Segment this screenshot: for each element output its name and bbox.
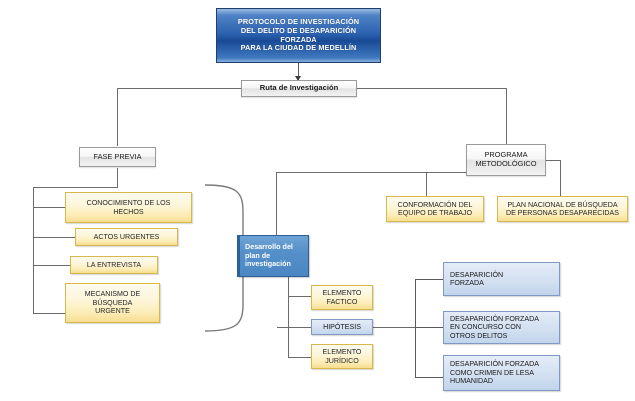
node-hipotesis[interactable]: HIPÓTESIS <box>311 319 373 335</box>
node-desaparicion-forzada-lesa-humanidad-label: DESAPARICIÓN FORZADA COMO CRIMEN DE LESA… <box>450 360 539 386</box>
node-desaparicion-forzada-concurso[interactable]: DESAPARICIÓN FORZADA EN CONCURSO CON OTR… <box>443 311 560 344</box>
node-ruta-investigacion-label: Ruta de Investigación <box>259 83 339 93</box>
node-desaparicion-forzada-lesa-humanidad[interactable]: DESAPARICIÓN FORZADA COMO CRIMEN DE LESA… <box>443 355 560 391</box>
node-mecanismo-busqueda-urgente-label: MECANISMO DE BÚSQUEDA URGENTE <box>84 290 141 316</box>
node-desarrollo-plan[interactable]: Desarrollo del plan de investigación <box>237 235 309 277</box>
node-actos-urgentes[interactable]: ACTOS URGENTES <box>75 228 178 246</box>
node-hipotesis-label: HIPÓTESIS <box>323 322 361 331</box>
connector-rail-to-entrevista <box>33 265 70 266</box>
node-la-entrevista-label: LA ENTREVISTA <box>86 260 142 269</box>
connector-rail-to-conocimiento <box>33 207 65 208</box>
connector-bus-to-fase-previa <box>117 88 118 146</box>
arrowhead-ruta <box>295 76 301 81</box>
connector-elements-rail <box>288 291 289 357</box>
node-programa-metodologico[interactable]: PROGRAMA METODOLÓGICO <box>466 144 546 176</box>
node-mecanismo-busqueda-urgente[interactable]: MECANISMO DE BÚSQUEDA URGENTE <box>65 283 160 323</box>
node-elemento-factico[interactable]: ELEMENTO FACTICO <box>311 285 373 310</box>
node-la-entrevista[interactable]: LA ENTREVISTA <box>70 256 158 274</box>
connector-bus-to-conformacion <box>426 172 427 196</box>
node-desaparicion-forzada[interactable]: DESAPARICIÓN FORZADA <box>443 262 560 296</box>
connector-rail-to-elemento-juridico <box>288 357 311 358</box>
connector-bus-to-desarrollo <box>276 172 277 235</box>
connector-programa-bus <box>276 172 466 173</box>
connector-outcomes-rail <box>415 279 416 377</box>
node-protocolo-title-label: PROTOCOLO DE INVESTIGACIÓN DEL DELITO DE… <box>237 17 360 53</box>
connector-rail-to-mecanismo <box>33 313 65 314</box>
connector-title-to-ruta <box>298 63 299 80</box>
node-conformacion-equipo[interactable]: CONFORMACIÓN DEL EQUIPO DE TRABAJO <box>386 196 484 222</box>
node-desaparicion-forzada-concurso-label: DESAPARICIÓN FORZADA EN CONCURSO CON OTR… <box>450 314 539 340</box>
node-programa-metodologico-label: PROGRAMA METODOLÓGICO <box>475 150 537 168</box>
connector-rail-to-elemento-factico <box>288 296 311 297</box>
node-desarrollo-plan-label: Desarrollo del plan de investigación <box>245 242 293 269</box>
connector-bus-to-programa <box>506 88 507 144</box>
node-desaparicion-forzada-label: DESAPARICIÓN FORZADA <box>450 270 504 287</box>
node-fase-previa-label: FASE PREVIA <box>93 151 142 161</box>
connector-hipotesis-left <box>277 327 311 328</box>
node-elemento-juridico-label: ELEMENTO JURÍDICO <box>322 348 362 365</box>
connector-left-rail <box>33 187 34 313</box>
connector-ruta-bus-right <box>357 88 506 89</box>
connector-fase-previa-rail-top <box>33 187 118 188</box>
connector-hipotesis-right <box>372 327 444 328</box>
connector-fase-previa-stem <box>117 168 118 187</box>
node-conocimiento-hechos-label: CONOCIMIENTO DE LOS HECHOS <box>86 199 171 216</box>
node-elemento-factico-label: ELEMENTO FACTICO <box>322 289 362 306</box>
connector-rail-to-desaparicion-forzada <box>415 279 443 280</box>
connector-programa-right-edge <box>546 160 561 161</box>
connector-desarrollo-down <box>288 277 289 291</box>
node-ruta-investigacion[interactable]: Ruta de Investigación <box>241 80 357 97</box>
node-protocolo-title[interactable]: PROTOCOLO DE INVESTIGACIÓN DEL DELITO DE… <box>216 8 381 63</box>
node-fase-previa[interactable]: FASE PREVIA <box>79 147 156 167</box>
node-plan-nacional-busqueda[interactable]: PLAN NACIONAL DE BÚSQUEDA DE PERSONAS DE… <box>497 196 628 222</box>
node-plan-nacional-busqueda-label: PLAN NACIONAL DE BÚSQUEDA DE PERSONAS DE… <box>505 200 619 217</box>
node-elemento-juridico[interactable]: ELEMENTO JURÍDICO <box>311 344 373 369</box>
connector-rail-to-concurso <box>415 327 443 328</box>
node-conocimiento-hechos[interactable]: CONOCIMIENTO DE LOS HECHOS <box>65 192 192 223</box>
connector-rail-to-actos <box>33 237 75 238</box>
connector-bus-to-plan-nacional <box>560 160 561 196</box>
connector-rail-to-lesa-humanidad <box>415 377 443 378</box>
node-conformacion-equipo-label: CONFORMACIÓN DEL EQUIPO DE TRABAJO <box>397 200 473 217</box>
connector-ruta-bus <box>117 88 241 89</box>
node-actos-urgentes-label: ACTOS URGENTES <box>93 232 160 241</box>
